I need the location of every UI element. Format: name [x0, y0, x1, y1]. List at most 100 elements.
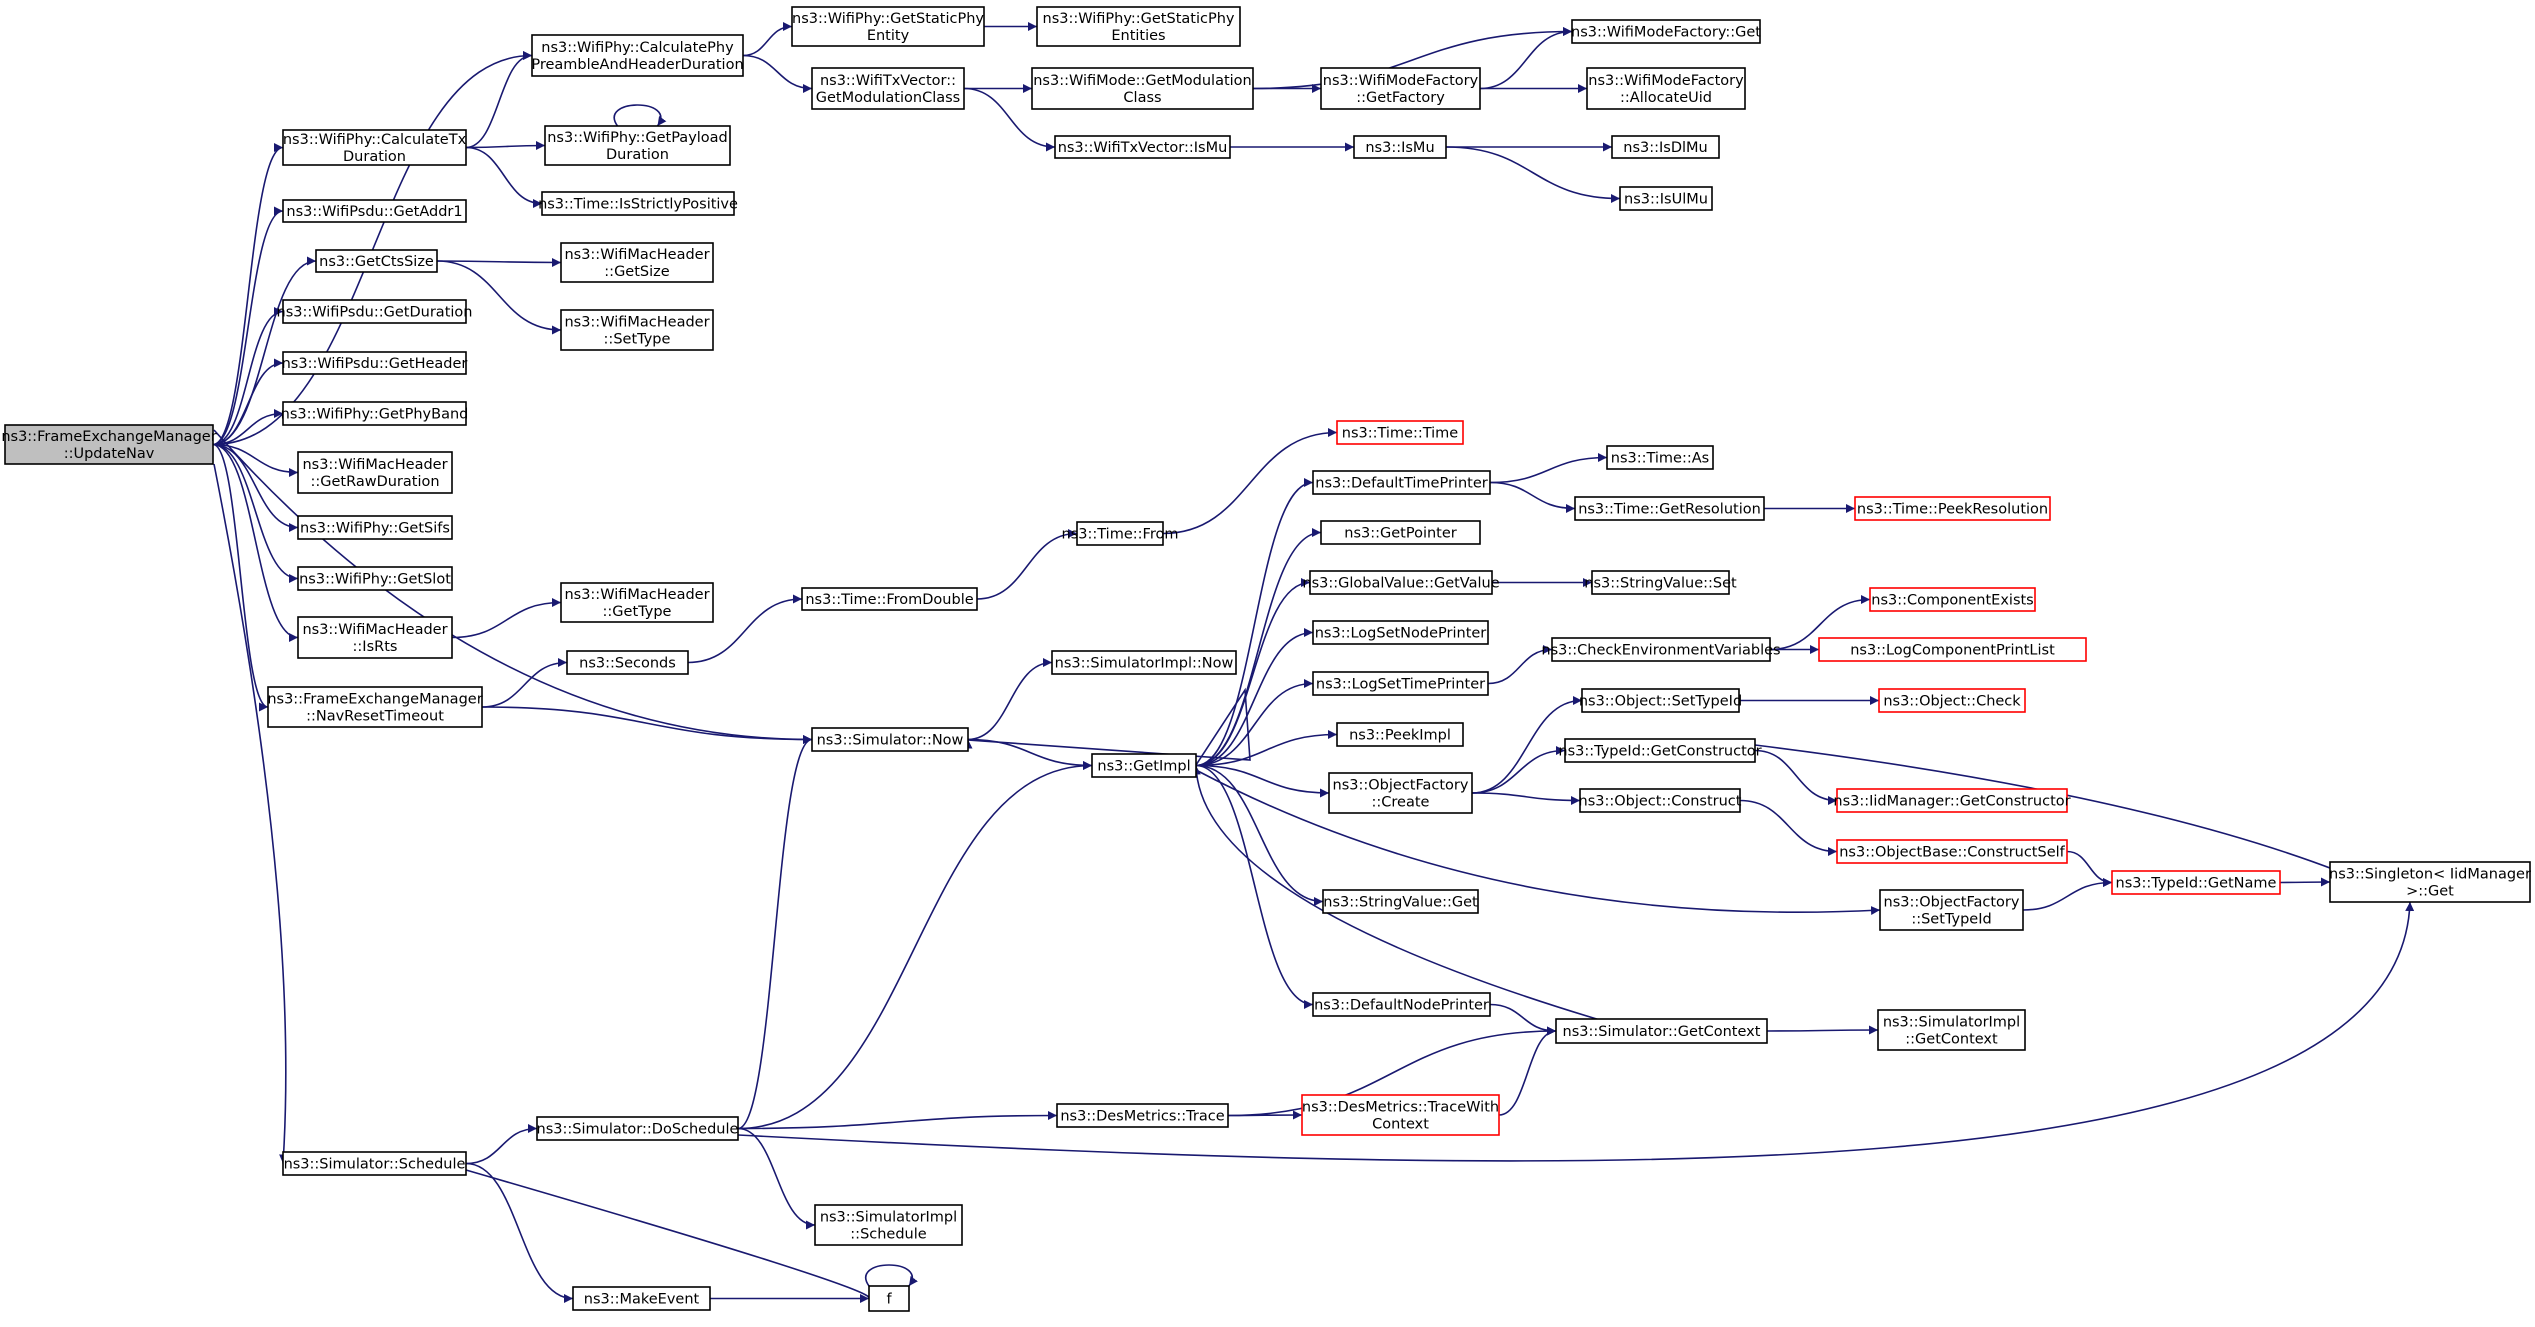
- function-node-n45[interactable]: ns3::LogSetTimePrinter: [1312, 671, 1489, 696]
- function-node-n40[interactable]: ns3::Time::PeekResolution: [1854, 496, 2051, 521]
- function-node-n19[interactable]: ns3::WifiModeFactory::GetFactory: [1320, 67, 1481, 110]
- call-edge-n66-n62: [1498, 1026, 1557, 1116]
- function-node-n34[interactable]: ns3::Simulator::Now: [811, 727, 969, 752]
- function-node-n37[interactable]: ns3::DefaultTimePrinter: [1312, 470, 1491, 495]
- function-node-n27[interactable]: ns3::WifiMacHeader::GetSize: [560, 242, 714, 283]
- node-box: [541, 191, 735, 216]
- node-label-line: f: [886, 1292, 892, 1308]
- function-node-n60[interactable]: ns3::ObjectFactory::SetTypeId: [1879, 889, 2024, 931]
- function-node-n5[interactable]: ns3::WifiPsdu::GetDuration: [277, 299, 473, 324]
- call-edge-n22-n24: [1445, 146, 1621, 203]
- function-node-n38[interactable]: ns3::Time::As: [1606, 445, 1714, 470]
- function-node-n52[interactable]: ns3::Object::Check: [1878, 688, 2026, 713]
- function-node-n20[interactable]: ns3::WifiModeFactory::AllocateUid: [1586, 67, 1746, 110]
- function-node-n35[interactable]: ns3::SimulatorImpl::Now: [1051, 650, 1237, 675]
- function-node-n42[interactable]: ns3::GlobalValue::GetValue: [1302, 570, 1500, 595]
- edge-group: [1195, 769, 1881, 915]
- call-edge-n16-n21: [963, 87, 1056, 152]
- edge-group: [737, 735, 813, 1130]
- function-node-n68[interactable]: ns3::MakeEvent: [572, 1286, 711, 1311]
- function-node-n17[interactable]: ns3::WifiMode::GetModulationClass: [1031, 67, 1254, 110]
- edge-group: [1445, 146, 1621, 203]
- function-node-n61[interactable]: ns3::DefaultNodePrinter: [1312, 992, 1491, 1017]
- node-label-line: ::GetType: [603, 604, 672, 620]
- function-node-n10[interactable]: ns3::WifiPhy::GetSlot: [297, 566, 453, 591]
- function-node-n62[interactable]: ns3::Simulator::GetContext: [1555, 1018, 1768, 1044]
- function-node-n44[interactable]: ns3::LogSetNodePrinter: [1312, 620, 1489, 645]
- function-node-n50[interactable]: ns3::ObjectFactory::Create: [1328, 772, 1473, 814]
- function-node-n54[interactable]: ns3::IidManager::GetConstructor: [1833, 788, 2071, 813]
- edge-group: [1195, 764, 1314, 1009]
- function-node-n4[interactable]: ns3::GetCtsSize: [315, 249, 438, 273]
- node-label-line: ns3::IsMu: [1365, 140, 1434, 156]
- function-node-n67[interactable]: ns3::SimulatorImpl::Schedule: [814, 1204, 963, 1246]
- function-node-n18[interactable]: ns3::WifiModeFactory::Get: [1571, 19, 1761, 44]
- function-node-n21[interactable]: ns3::WifiTxVector::IsMu: [1054, 135, 1231, 159]
- function-node-n16[interactable]: ns3::WifiTxVector::GetModulationClass: [811, 67, 965, 110]
- function-node-n49[interactable]: ns3::PeekImpl: [1336, 722, 1464, 747]
- function-node-n36[interactable]: ns3::GetImpl: [1091, 753, 1197, 778]
- function-node-n51[interactable]: ns3::Object::SetTypeId: [1579, 688, 1742, 713]
- function-node-n32[interactable]: ns3::Time::From: [1062, 521, 1179, 546]
- function-node-n31[interactable]: ns3::Time::FromDouble: [801, 587, 978, 611]
- function-node-n57[interactable]: ns3::TypeId::GetName: [2111, 870, 2281, 895]
- node-label-line: ns3::Object::Construct: [1579, 794, 1742, 810]
- node-label-line: ns3::Time::From: [1062, 527, 1179, 543]
- call-edge-n17-n18: [1252, 27, 1573, 90]
- function-node-n47[interactable]: ns3::ComponentExists: [1869, 587, 2036, 612]
- node-label-line: ns3::ObjectBase::ConstructSelf: [1839, 845, 2065, 861]
- function-node-n7[interactable]: ns3::WifiPhy::GetPhyBand: [281, 401, 469, 426]
- function-node-n6[interactable]: ns3::WifiPsdu::GetHeader: [282, 351, 468, 375]
- function-node-n26[interactable]: ns3::Time::IsStrictlyPositive: [538, 191, 738, 216]
- function-node-n30[interactable]: ns3::Seconds: [566, 650, 689, 675]
- function-node-n48[interactable]: ns3::LogComponentPrintList: [1818, 637, 2087, 662]
- function-node-n22[interactable]: ns3::IsMu: [1353, 135, 1447, 159]
- function-node-n12[interactable]: ns3::FrameExchangeManager::NavResetTimeo…: [267, 686, 483, 728]
- function-node-n9[interactable]: ns3::WifiPhy::GetSifs: [297, 515, 453, 540]
- node-box: [1091, 753, 1197, 778]
- function-node-n63[interactable]: ns3::SimulatorImpl::GetContext: [1877, 1009, 2026, 1051]
- call-edge-n2-n25: [465, 141, 546, 151]
- function-node-n46[interactable]: ns3::CheckEnvironmentVariables: [1541, 637, 1781, 662]
- call-edge-n37-n39: [1489, 481, 1576, 513]
- function-node-n53[interactable]: ns3::TypeId::GetConstructor: [1558, 738, 1762, 763]
- edge-group: [436, 260, 562, 335]
- function-node-n11[interactable]: ns3::WifiMacHeader::IsRts: [297, 616, 453, 659]
- node-label-line: ns3::WifiPsdu::GetAddr1: [286, 204, 462, 220]
- function-node-n58[interactable]: ns3::Singleton< IidManager >::Get: [2329, 861, 2531, 903]
- node-label-line: ns3::IidManager::GetConstructor: [1833, 794, 2070, 810]
- function-node-n43[interactable]: ns3::StringValue::Set: [1584, 570, 1737, 595]
- function-node-n23[interactable]: ns3::IsDlMu: [1611, 135, 1720, 159]
- node-label-line: Context: [1372, 1117, 1429, 1133]
- node-label-line: ns3::Time::PeekResolution: [1857, 502, 2048, 518]
- function-node-n0[interactable]: ns3::FrameExchangeManager::UpdateNav: [1, 424, 217, 465]
- function-node-n1[interactable]: ns3::WifiPhy::CalculatePhyPreambleAndHea…: [531, 34, 744, 77]
- function-node-n13[interactable]: ns3::Simulator::Schedule: [282, 1151, 467, 1176]
- function-node-n33[interactable]: ns3::Time::Time: [1336, 420, 1464, 445]
- function-node-n55[interactable]: ns3::Object::Construct: [1579, 788, 1742, 813]
- function-node-n65[interactable]: ns3::DesMetrics::Trace: [1056, 1103, 1229, 1128]
- function-node-n8[interactable]: ns3::WifiMacHeader::GetRawDuration: [297, 451, 453, 494]
- edge-group: [1195, 628, 1314, 767]
- function-node-n24[interactable]: ns3::IsUlMu: [1619, 186, 1713, 211]
- node-box: [560, 309, 714, 351]
- function-node-n3[interactable]: ns3::WifiPsdu::GetAddr1: [282, 199, 467, 223]
- edge-group: [436, 257, 562, 267]
- function-node-n56[interactable]: ns3::ObjectBase::ConstructSelf: [1836, 839, 2068, 864]
- function-node-n64[interactable]: ns3::Simulator::DoSchedule: [536, 1116, 739, 1141]
- node-box: [1054, 135, 1231, 159]
- function-node-n28[interactable]: ns3::WifiMacHeader::SetType: [560, 309, 714, 351]
- function-node-n39[interactable]: ns3::Time::GetResolution: [1574, 496, 1765, 521]
- function-node-n69[interactable]: f: [868, 1285, 910, 1312]
- node-label-line: >::Get: [2406, 884, 2454, 900]
- function-node-n29[interactable]: ns3::WifiMacHeader::GetType: [560, 582, 714, 623]
- function-node-n59[interactable]: ns3::StringValue::Get: [1322, 889, 1479, 914]
- call-edge-n50-n51: [1471, 696, 1583, 794]
- node-label-line: ns3::WifiPhy::CalculateTx: [283, 132, 467, 148]
- function-node-n41[interactable]: ns3::GetPointer: [1320, 520, 1481, 545]
